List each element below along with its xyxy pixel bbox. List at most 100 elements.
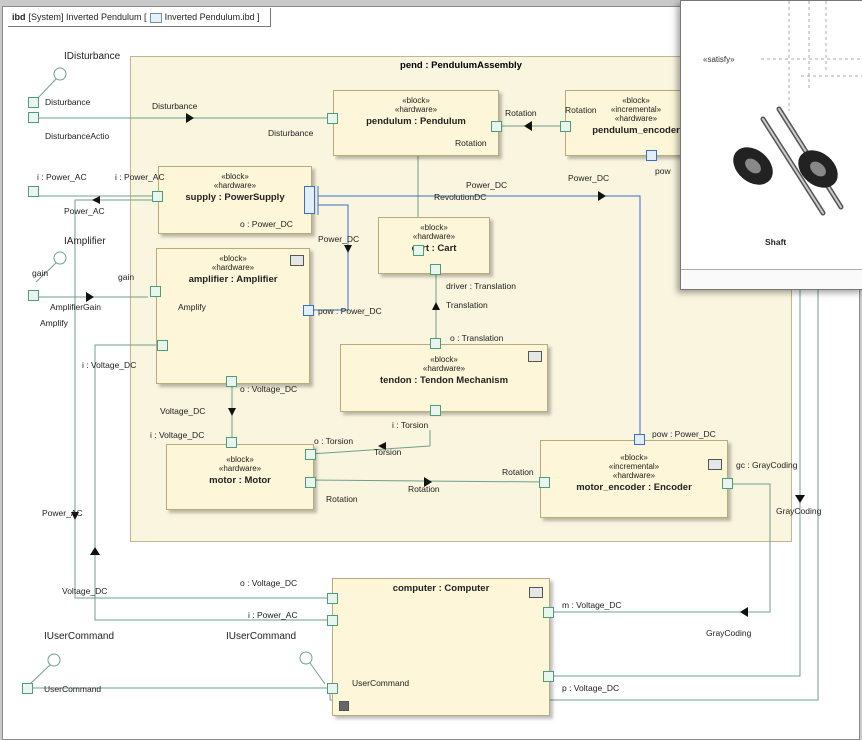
label-graycoding-bottom: GrayCoding: [706, 628, 752, 638]
port-gain-ext[interactable]: [28, 290, 39, 301]
label-pow-power-dc-2: pow : Power_DC: [652, 429, 716, 439]
port-tendon-translation[interactable]: [430, 338, 441, 349]
shaft-icon: [733, 106, 844, 216]
port-amplifier-pow[interactable]: [303, 305, 314, 316]
pendulum-stereotype-hardware: «hardware»: [394, 105, 438, 114]
block-icon: [290, 255, 304, 266]
pendulum-encoder-name: pendulum_encoder: [592, 125, 680, 136]
shaft-inset-panel[interactable]: «satisfy» Shaft: [680, 0, 862, 290]
pendulum-encoder-stereotype-incremental: «incremental»: [610, 105, 662, 114]
interface-usercommand: IUserCommand: [44, 631, 115, 642]
port-motor-encoder-pow[interactable]: [634, 434, 645, 445]
diagram-frame-tab[interactable]: ibd[System] Inverted Pendulum [ Inverted …: [8, 8, 271, 27]
frame-title: [System] Inverted Pendulum [: [28, 12, 147, 22]
label-graycoding-right: GrayCoding: [776, 506, 822, 516]
port-encoder-pow[interactable]: [646, 150, 657, 161]
computer-icon: [529, 587, 543, 598]
label-rotation-enc-2: Rotation: [502, 467, 534, 477]
label-power-ac-left: Power_AC: [42, 508, 83, 518]
label-o-translation: o : Translation: [450, 333, 504, 343]
motor-encoder-stereotype-incremental: «incremental»: [608, 462, 660, 471]
port-computer-usercommand[interactable]: [327, 683, 338, 694]
pendulum-encoder-stereotype-block: «block»: [622, 96, 650, 105]
port-motor-encoder-rotation[interactable]: [539, 477, 550, 488]
amplifier-name: amplifier : Amplifier: [188, 274, 278, 285]
label-revolution-dc: RevolutionDC: [434, 192, 487, 202]
port-encoder-rotation[interactable]: [560, 121, 571, 132]
label-voltage-dc-flow: Voltage_DC: [160, 406, 206, 416]
port-disturbance-ext[interactable]: [28, 97, 39, 108]
motor-encoder-stereotype-hardware: «hardware»: [612, 471, 656, 480]
motor-part[interactable]: «block» «hardware» motor : Motor: [166, 444, 314, 510]
tendon-part[interactable]: «block» «hardware» tendon : Tendon Mecha…: [340, 344, 548, 412]
port-computer-m[interactable]: [543, 607, 554, 618]
label-pow-power-dc: pow : Power_DC: [318, 306, 382, 316]
port-disturbance-action[interactable]: [28, 112, 39, 123]
port-amplifier-voltage-in[interactable]: [157, 340, 168, 351]
supply-name: supply : PowerSupply: [185, 192, 285, 203]
label-power-dc-left: Power_DC: [318, 234, 360, 244]
port-pendulum-disturbance[interactable]: [327, 113, 338, 124]
amplifier-part[interactable]: «block» «hardware» amplifier : Amplifier: [156, 248, 310, 384]
computer-name: computer : Computer: [392, 583, 490, 594]
port-amplifier-gain[interactable]: [150, 286, 161, 297]
block-icon: [528, 351, 542, 362]
label-i-voltage-dc: i : Voltage_DC: [82, 360, 137, 370]
label-o-voltage-dc-computer: o : Voltage_DC: [240, 578, 298, 588]
port-motor-voltage[interactable]: [226, 437, 237, 448]
port-pendulum-rotation[interactable]: [491, 121, 502, 132]
interface-disturbance: IDisturbance: [64, 51, 121, 62]
label-rotation-enc: Rotation: [565, 105, 597, 115]
motor-encoder-name: motor_encoder : Encoder: [576, 482, 692, 493]
interface-amplifier: IAmplifier: [64, 236, 106, 247]
pendulum-assembly-name: pend : PendulumAssembly: [400, 60, 522, 71]
label-disturbance-port: Disturbance: [45, 97, 91, 107]
label-o-torsion: o : Torsion: [314, 436, 354, 446]
inset-bottom-bar: [681, 269, 862, 289]
port-computer-p[interactable]: [543, 671, 554, 682]
port-computer-power-ac[interactable]: [327, 615, 338, 626]
motor-encoder-part[interactable]: «block» «incremental» «hardware» motor_e…: [540, 440, 728, 518]
port-cart-revolution[interactable]: [413, 245, 424, 256]
pendulum-name: pendulum : Pendulum: [366, 116, 466, 127]
label-torsion: Torsion: [374, 447, 402, 457]
label-i-torsion: i : Torsion: [392, 420, 429, 430]
port-usercommand-ext[interactable]: [22, 683, 33, 694]
motor-encoder-stereotype-block: «block»: [620, 453, 648, 462]
label-translation: Translation: [446, 300, 488, 310]
port-motor-rotation[interactable]: [305, 477, 316, 488]
cart-name: cart : Cart: [411, 243, 457, 254]
label-power-ac-flow: Power_AC: [64, 206, 105, 216]
frame-kind: ibd: [12, 12, 26, 22]
port-motor-encoder-gc[interactable]: [722, 478, 733, 489]
port-motor-torsion[interactable]: [305, 449, 316, 460]
label-rotation-pend-2: Rotation: [455, 138, 487, 148]
port-computer-voltage-out[interactable]: [327, 593, 338, 604]
amplifier-stereotype-block: «block»: [219, 254, 247, 263]
port-amplifier-voltage-out[interactable]: [226, 376, 237, 387]
power-supply-part[interactable]: «block» «hardware» supply : PowerSupply: [158, 166, 312, 234]
tendon-stereotype-hardware: «hardware»: [422, 364, 466, 373]
computer-part[interactable]: computer : Computer: [332, 578, 550, 716]
motor-stereotype-hardware: «hardware»: [218, 464, 262, 473]
port-power-ac-ext[interactable]: [28, 186, 39, 197]
frame-diagram-ref: Inverted Pendulum.ibd: [164, 12, 255, 22]
port-cart-driver[interactable]: [430, 264, 441, 275]
label-amplifier-gain: AmplifierGain: [50, 302, 102, 312]
label-o-power-dc: o : Power_DC: [240, 219, 293, 229]
shaft-label: Shaft: [765, 237, 787, 247]
port-supply-power-dc[interactable]: [304, 186, 315, 214]
label-rotation-pend: Rotation: [505, 108, 537, 118]
supply-stereotype-block: «block»: [221, 172, 249, 181]
label-usercommand-ext: UserCommand: [44, 684, 102, 694]
label-i-voltage-dc-2: i : Voltage_DC: [150, 430, 205, 440]
motor-name: motor : Motor: [209, 475, 271, 486]
tendon-name: tendon : Tendon Mechanism: [379, 375, 509, 386]
port-tendon-torsion[interactable]: [430, 405, 441, 416]
label-voltage-dc-bottom: Voltage_DC: [62, 586, 108, 596]
port-supply-power-ac[interactable]: [152, 191, 163, 202]
satisfy-label: «satisfy»: [703, 55, 735, 64]
resize-icon: [339, 701, 349, 711]
label-amplify-int: Amplify: [178, 302, 206, 312]
label-power-dc-flow-2: Power_DC: [568, 173, 610, 183]
